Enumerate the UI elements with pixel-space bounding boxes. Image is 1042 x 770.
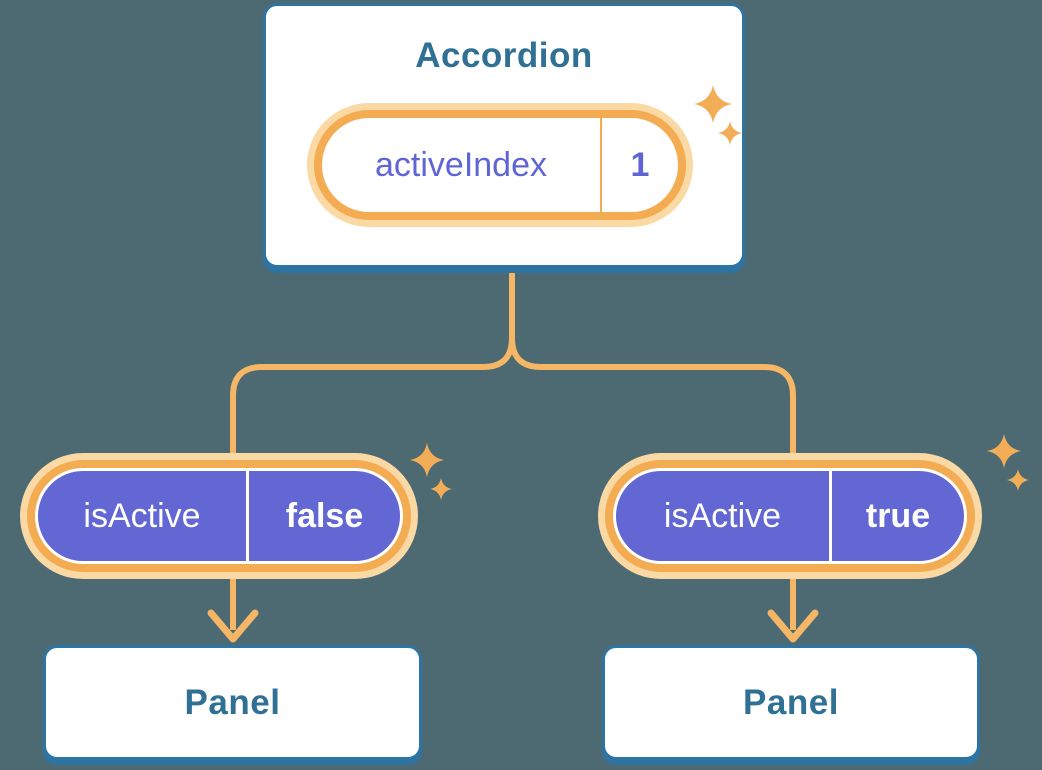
state-pill-activeindex: activeIndex 1 [314,110,686,220]
arrow-down-icon [207,609,259,643]
pill-divider [829,471,832,561]
sparkle-icon [1007,469,1029,491]
prop-value: false [285,496,364,535]
sparkle-icon [987,434,1021,468]
prop-pill-isactive-true: isActive true [613,468,967,564]
pill-divider [246,471,249,561]
sparkle-icon [430,478,452,500]
prop-value: true [865,496,931,535]
state-value: 1 [630,145,650,184]
panel-node-card-left: Panel [43,645,422,760]
arrow-down-icon [767,609,819,643]
prop-name: isActive [83,496,201,535]
prop-name: isActive [663,496,782,535]
pill-divider [600,118,602,212]
accordion-title: Accordion [415,36,593,75]
prop-pill-isactive-false: isActive false [35,468,403,564]
panel-label: Panel [743,682,839,722]
state-name: activeIndex [375,145,547,184]
sparkle-icon [410,443,444,477]
panel-node-card-right: Panel [602,645,980,760]
panel-label: Panel [184,682,281,722]
